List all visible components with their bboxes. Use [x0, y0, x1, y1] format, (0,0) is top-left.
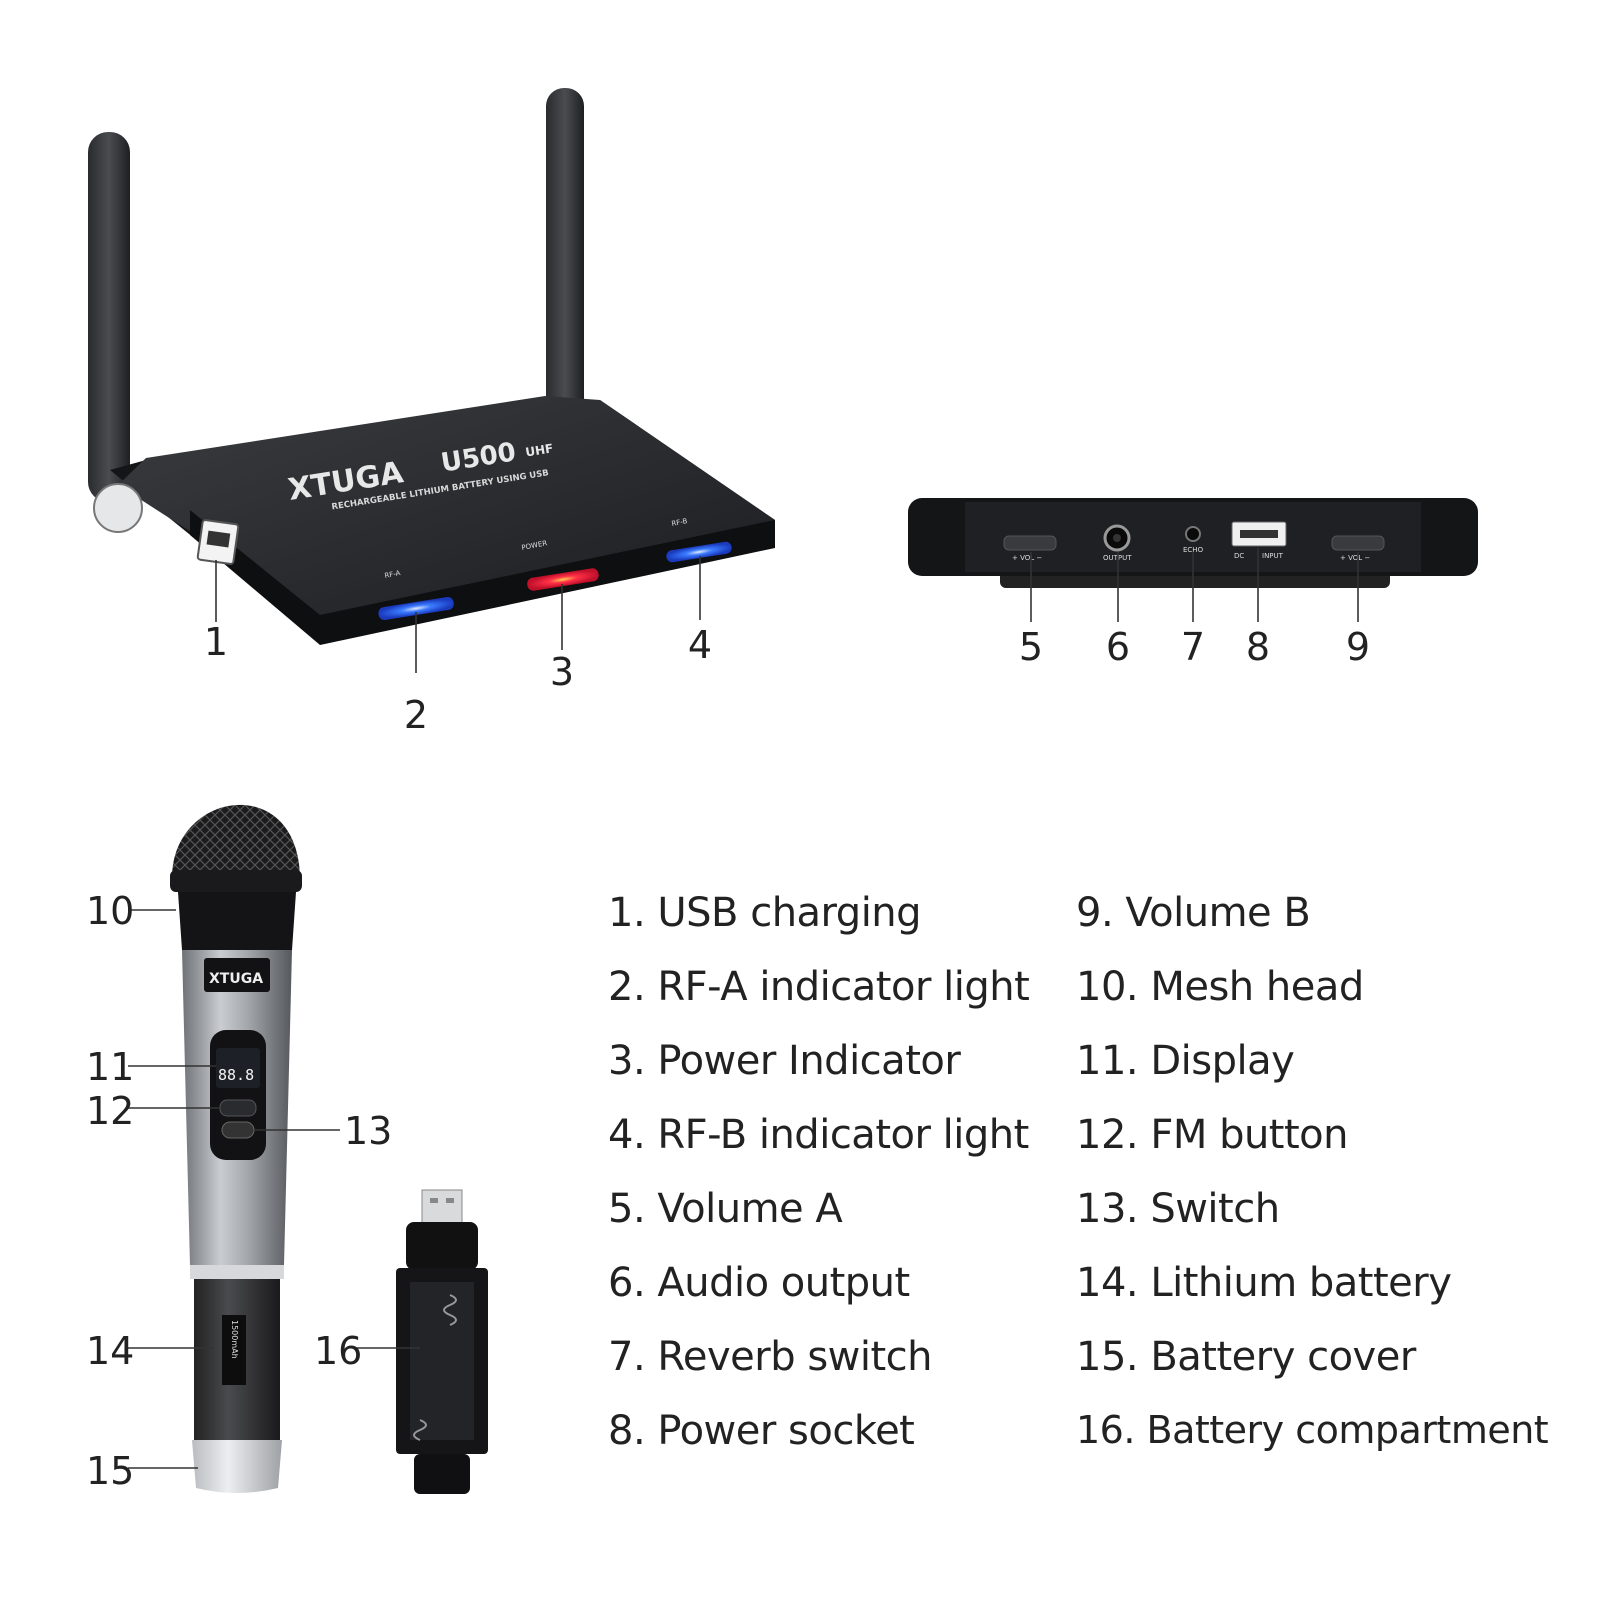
callout-9: 9 [1346, 625, 1370, 669]
battery-capacity-label: 1500mAh [230, 1320, 239, 1359]
callout-15: 15 [86, 1449, 134, 1493]
callout-3: 3 [550, 650, 574, 694]
legend-item-9: 9. Volume B [1076, 890, 1311, 936]
callout-12: 12 [86, 1089, 134, 1133]
legend-item-14: 14. Lithium battery [1076, 1260, 1452, 1306]
callout-11: 11 [86, 1045, 134, 1089]
callout-14: 14 [86, 1329, 134, 1373]
callout-5: 5 [1019, 625, 1043, 669]
legend-item-6: 6. Audio output [608, 1260, 910, 1306]
callout-13: 13 [344, 1109, 392, 1153]
callout-2: 2 [404, 693, 428, 737]
left-antenna [88, 132, 130, 502]
echo-label: ECHO [1183, 546, 1204, 554]
receiver-body-top [118, 396, 775, 615]
legend-item-8: 8. Power socket [608, 1408, 915, 1454]
callout-10: 10 [86, 889, 134, 933]
callout-7: 7 [1181, 625, 1205, 669]
microphone: XTUGA 88.8 1500mAh [170, 804, 302, 1493]
legend-item-11: 11. Display [1076, 1038, 1295, 1084]
callout-8: 8 [1246, 625, 1270, 669]
reverb-switch [1185, 526, 1201, 542]
legend-item-12: 12. FM button [1076, 1112, 1349, 1158]
rf-a-indicator-light [378, 596, 454, 620]
antenna-hinge [93, 483, 143, 533]
receiver-front: XTUGA U500 UHF RECHARGEABLE LITHIUM BATT… [88, 88, 775, 645]
legend-item-2: 2. RF-A indicator light [608, 964, 1030, 1010]
vol-b-label: + VOL − [1340, 554, 1370, 562]
rf-b-indicator-light [666, 541, 732, 563]
callout-numbers: 1 2 3 4 5 6 7 8 9 10 11 12 13 14 15 16 [86, 620, 1370, 1493]
mic-brand-logo: XTUGA [209, 971, 263, 987]
dc-label: DC [1234, 552, 1244, 560]
legend-item-1: 1. USB charging [608, 890, 922, 936]
legend-item-3: 3. Power Indicator [608, 1038, 961, 1084]
callout-4: 4 [688, 623, 712, 667]
input-label: INPUT [1262, 552, 1284, 560]
volume-b-wheel [1331, 535, 1385, 551]
legend-item-7: 7. Reverb switch [608, 1334, 933, 1380]
power-indicator-light [527, 568, 599, 591]
band-label: UHF [524, 441, 554, 459]
battery-cover [192, 1440, 282, 1493]
callout-16: 16 [314, 1329, 362, 1373]
callout-6: 6 [1106, 625, 1130, 669]
vol-a-label: + VOL − [1012, 554, 1042, 562]
legend-item-16: 16. Battery compartment [1076, 1408, 1549, 1452]
mic-display-text: 88.8 [218, 1066, 254, 1084]
legend-item-15: 15. Battery cover [1076, 1334, 1416, 1380]
rf-b-label: RF-B [671, 517, 688, 528]
legend-item-10: 10. Mesh head [1076, 964, 1364, 1010]
usb-plug [421, 1189, 463, 1225]
power-switch [221, 1121, 255, 1139]
rf-a-label: RF-A [384, 569, 401, 580]
right-antenna [546, 88, 584, 418]
mesh-head [171, 804, 300, 880]
mic-display [216, 1048, 260, 1088]
fm-button [219, 1099, 257, 1117]
legend-item-13: 13. Switch [1076, 1186, 1280, 1232]
callout-1: 1 [204, 620, 228, 664]
legend-item-5: 5. Volume A [608, 1186, 843, 1232]
battery-compartment-unit [396, 1189, 488, 1494]
leader-lines [128, 548, 1359, 1469]
legend-item-4: 4. RF-B indicator light [608, 1112, 1029, 1158]
volume-a-wheel [1003, 535, 1057, 551]
